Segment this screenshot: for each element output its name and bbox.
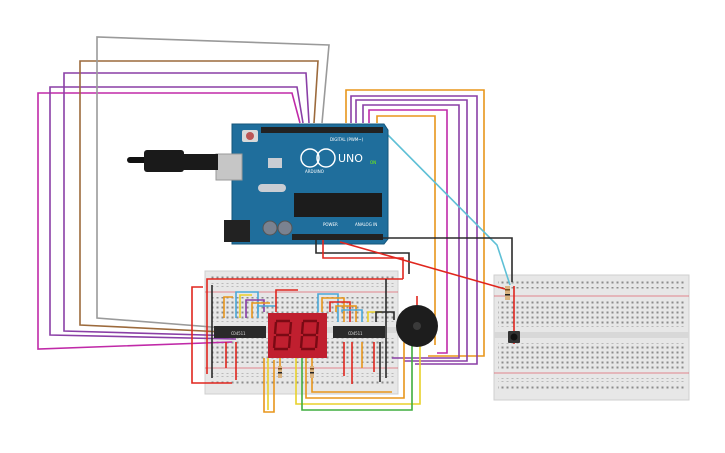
breadboard-right[interactable] — [493, 274, 690, 401]
pull-down-resistor[interactable] — [505, 286, 510, 300]
svg-text:CD4511: CD4511 — [231, 331, 246, 336]
power-wires[interactable] — [191, 237, 515, 384]
arduino-infinity-logo — [300, 148, 320, 168]
svg-text:CD4511: CD4511 — [348, 331, 363, 336]
analog-label: ANALOG IN — [355, 222, 377, 227]
resistors-left[interactable] — [278, 366, 314, 378]
digit-right — [299, 319, 320, 351]
piezo-buzzer[interactable] — [396, 296, 438, 347]
decoder-chip-left[interactable]: CD4511 — [214, 326, 266, 338]
arduino-brand: ARDUINO — [305, 169, 324, 174]
wire-loops-left[interactable] — [37, 36, 330, 350]
power-label: POWER — [323, 222, 338, 227]
seven-segment-display[interactable] — [268, 313, 327, 358]
wire-loops-right[interactable] — [345, 89, 511, 365]
uno-label: UNO — [338, 152, 363, 165]
usb-cable[interactable] — [127, 150, 218, 172]
digit-left — [272, 319, 293, 351]
power-jack — [224, 220, 250, 242]
digital-label: DIGITAL (PWM~) — [330, 137, 364, 142]
push-button[interactable] — [508, 331, 520, 343]
decoder-chip-right[interactable]: CD4511 — [333, 326, 385, 338]
on-led-label: ON — [370, 160, 376, 165]
arduino-uno-board[interactable]: UNO ARDUINO DIGITAL (PWM~) POWER ANALOG … — [215, 123, 389, 245]
usb-port — [215, 153, 243, 181]
